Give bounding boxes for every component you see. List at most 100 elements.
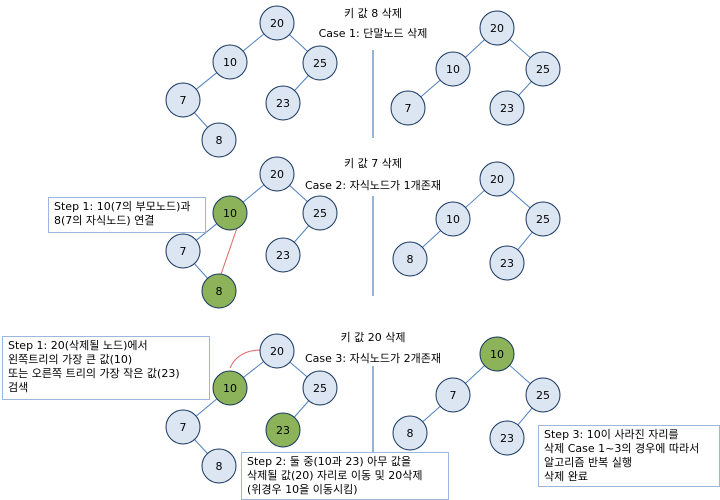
node-label: 20	[270, 168, 284, 181]
step-line: 삭제될 값(20) 자리로 이동 및 20삭제	[247, 469, 423, 482]
tree-node: 20	[479, 10, 515, 46]
node-label: 8	[216, 460, 223, 473]
node-circle	[489, 90, 525, 126]
node-label: 25	[536, 63, 550, 76]
tree-node: 7	[165, 82, 201, 118]
node-label: 8	[407, 427, 414, 440]
node-label: 25	[313, 57, 327, 70]
step1-box-case3: Step 1: 20(삭제될 노드)에서 왼쪽트리의 가장 큰 값(10) 또는…	[2, 336, 210, 400]
node-circle	[489, 420, 525, 456]
tree-edge	[518, 81, 532, 96]
step-line: (위경우 10을 이동시킴)	[247, 483, 358, 496]
tree-node: 7	[165, 409, 201, 445]
step-line: 8(7의 자식노드) 연결	[54, 214, 155, 227]
tree-node: 8	[201, 273, 237, 309]
tree-edge	[243, 361, 264, 378]
tree-edge	[194, 439, 208, 454]
tree-edge	[289, 34, 308, 52]
tree-node: 23	[265, 237, 301, 273]
node-label: 10	[223, 382, 237, 395]
node-circle	[302, 45, 338, 81]
node-circle	[265, 237, 301, 273]
tree-edge	[242, 184, 265, 203]
tree-node: 10	[479, 336, 515, 372]
node-label: 25	[313, 207, 327, 220]
tree-edge	[509, 189, 531, 209]
node-circle	[165, 82, 201, 118]
tree-edge	[293, 225, 310, 243]
tree-node: 23	[489, 90, 525, 126]
node-circle	[525, 377, 561, 413]
step-line: 삭제 Case 1~3의 경우에 따라서	[544, 442, 700, 455]
node-circle	[435, 377, 471, 413]
node-circle	[201, 122, 237, 158]
heading-1: 키 값 8 삭제	[344, 7, 402, 20]
node-label: 7	[405, 102, 412, 115]
tree-edge	[194, 263, 208, 279]
node-circle	[259, 333, 295, 369]
step-box-case2: Step 1: 10(7의 부모노드)과 8(7의 자식노드) 연결	[48, 197, 206, 233]
node-circle	[212, 44, 248, 80]
node-label: 10	[446, 63, 460, 76]
node-circle	[392, 415, 428, 451]
step-line: Step 1: 20(삭제될 노드)에서	[8, 339, 148, 352]
node-circle	[435, 51, 471, 87]
case-2: Case 2: 자식노드가 1개존재	[305, 179, 441, 192]
tree-node: 10	[212, 370, 248, 406]
tree-node: 8	[201, 122, 237, 158]
tree-node: 20	[259, 5, 295, 41]
tree-edge	[420, 79, 441, 98]
tree-node: 20	[259, 156, 295, 192]
step-line: 또는 오른쪽 트리의 가장 작은 값(23)	[8, 367, 180, 380]
tree-edge	[465, 365, 485, 384]
node-label: 20	[270, 17, 284, 30]
tree-edge	[517, 231, 533, 251]
node-label: 25	[313, 382, 327, 395]
tree-edge	[509, 364, 531, 385]
tree-edge	[289, 361, 308, 378]
tree-node: 7	[390, 90, 426, 126]
node-circle	[212, 370, 248, 406]
tree-node: 8	[201, 448, 237, 484]
tree-node: 23	[265, 412, 301, 448]
tree-edge	[422, 230, 441, 248]
tree-node: 23	[489, 245, 525, 281]
tree-edge	[242, 33, 265, 52]
search-arrow-edge	[229, 349, 263, 369]
tree-node: 7	[165, 233, 201, 269]
node-label: 8	[407, 253, 414, 266]
node-label: 7	[180, 421, 187, 434]
tree-edge	[195, 72, 218, 90]
tree-edge	[422, 405, 441, 423]
step-line: 검색	[8, 381, 29, 394]
node-circle	[525, 51, 561, 87]
step-line: 삭제 완료	[544, 470, 588, 483]
node-label: 23	[500, 432, 514, 445]
heading-2: 키 값 7 삭제	[344, 157, 402, 170]
node-circle	[525, 201, 561, 237]
node-circle	[259, 5, 295, 41]
tree-node: 10	[212, 195, 248, 231]
tree-edge	[465, 39, 485, 58]
node-label: 7	[180, 245, 187, 258]
node-circle	[265, 412, 301, 448]
tree-edge	[293, 400, 310, 418]
node-label: 25	[536, 389, 550, 402]
node-label: 7	[180, 94, 187, 107]
node-label: 10	[490, 348, 504, 361]
tree-node: 25	[525, 201, 561, 237]
node-label: 10	[223, 56, 237, 69]
tree-node: 20	[479, 161, 515, 197]
tree-node: 10	[212, 44, 248, 80]
node-circle	[479, 336, 515, 372]
node-label: 23	[276, 97, 290, 110]
node-circle	[435, 201, 471, 237]
node-label: 8	[216, 285, 223, 298]
connect-10-to-8-edge	[217, 224, 239, 284]
tree-edge	[195, 398, 218, 417]
node-label: 23	[276, 424, 290, 437]
node-label: 10	[446, 213, 460, 226]
case-3: Case 3: 자식노드가 2개존재	[305, 352, 441, 365]
node-label: 20	[490, 173, 504, 186]
